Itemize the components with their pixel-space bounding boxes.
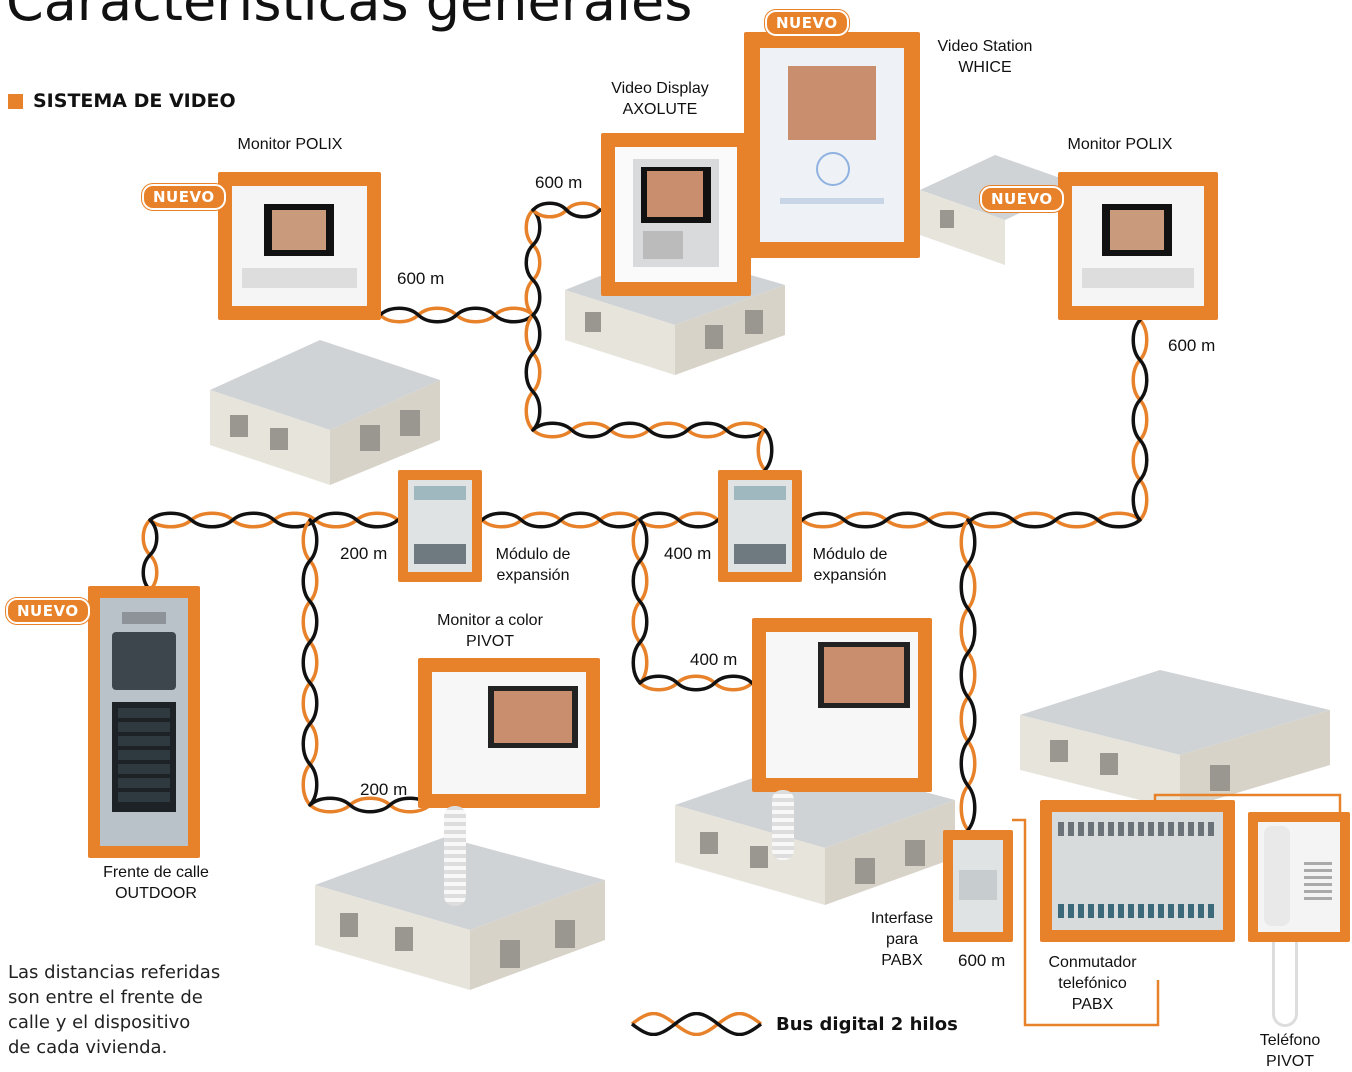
pivot-handset-cord-2 (772, 790, 794, 860)
outdoor-entrance-panel (88, 586, 200, 858)
bus-wire-orange-9 (1131, 318, 1149, 522)
bus-wire-black-9 (1131, 318, 1149, 522)
pivot-handset-cord-1 (444, 806, 466, 906)
polix-monitor-right (1058, 172, 1218, 320)
bus-wire-black-7 (480, 511, 720, 529)
axolute-video-display (601, 133, 751, 296)
bus-wire-black-15 (959, 518, 977, 832)
bus-wire-orange-2 (524, 208, 542, 317)
distance-polix-left: 600 m (397, 269, 445, 288)
new-badge-polix-left: NUEVO (142, 184, 226, 210)
pivot-color-monitor-2 (752, 618, 932, 792)
bus-wire-orange-11 (301, 518, 319, 807)
house-illustration-1 (210, 340, 440, 485)
bus-wire-orange-15 (959, 518, 977, 832)
bus-wire-black-3 (531, 201, 602, 219)
twisted-pair-legend-icon (630, 1012, 763, 1036)
polix-monitor-left (218, 172, 381, 320)
distance-pivot-400: 400 m (690, 650, 738, 669)
pivot-telephone-cord (1272, 942, 1298, 1027)
bus-wire-orange-5 (756, 428, 767, 472)
bus-wire-black-14 (638, 674, 754, 692)
distance-expansion-left: 200 m (340, 544, 388, 563)
bus-wire-orange-1 (524, 313, 542, 432)
bus-wire-orange-12 (308, 796, 432, 814)
section-title-text: SISTEMA DE VIDEO (33, 90, 236, 112)
pivot-color-monitor-1 (418, 658, 600, 808)
pabx-link-line (1012, 818, 1160, 1027)
bus-wire-black-10 (141, 518, 159, 592)
polix-right-label: Monitor POLIX (1067, 136, 1173, 153)
expansion-module-left (398, 470, 482, 582)
section-title: SISTEMA DE VIDEO (8, 88, 236, 114)
bus-wire-black-2 (524, 208, 542, 317)
new-badge-polix-right: NUEVO (980, 186, 1064, 212)
distance-expansion-right: 400 m (664, 544, 712, 563)
new-badge-whice: NUEVO (765, 10, 849, 36)
pivot-telephone (1248, 812, 1350, 942)
distance-pivot-200: 200 m (360, 780, 408, 799)
pabx-interface-module (943, 830, 1013, 942)
bus-wire-black-12 (308, 796, 432, 814)
bus-wire-black-13 (631, 518, 649, 685)
legend: Bus digital 2 hilos (630, 1012, 958, 1036)
new-badge-outdoor: NUEVO (6, 598, 90, 624)
bus-wire-black-6 (148, 511, 400, 529)
bus-wire-orange-14 (638, 674, 754, 692)
bus-wire-black-0 (378, 306, 535, 324)
bus-wire-black-5 (763, 428, 774, 472)
distance-pabx: 600 m (958, 951, 1006, 970)
bus-wire-black-8 (800, 511, 1142, 529)
pabx-telephone-switch (1040, 800, 1235, 942)
bus-wire-black-1 (524, 313, 542, 432)
distance-polix-right: 600 m (1168, 336, 1216, 355)
legend-label: Bus digital 2 hilos (776, 1013, 958, 1035)
page-title: Características generales (6, 0, 693, 33)
whice-video-station (744, 32, 920, 258)
section-bullet (8, 93, 23, 109)
bus-wire-black-4 (531, 421, 767, 439)
polix-left-label: Monitor POLIX (237, 136, 343, 153)
house-illustration-4 (1020, 670, 1330, 810)
distance-axolute: 600 m (535, 173, 583, 192)
expansion-module-right (718, 470, 802, 582)
bus-wire-black-11 (301, 518, 319, 807)
